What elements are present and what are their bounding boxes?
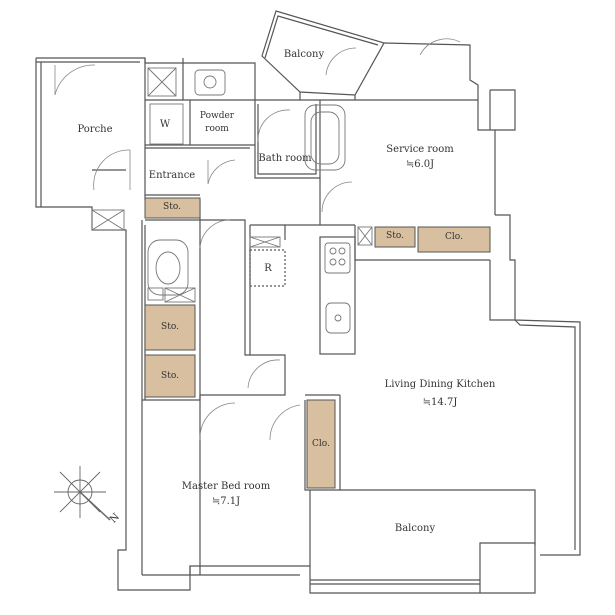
label-ldk-size: ≒14.7J [422, 397, 458, 408]
label-master-bedroom-size: ≒7.1J [211, 496, 241, 507]
label-r: R [264, 263, 272, 274]
storage-mid [144, 304, 196, 351]
label-ldk: Living Dining Kitchen [384, 379, 496, 390]
label-powder-room: Powder room [199, 111, 235, 134]
closet-kitchen [417, 226, 491, 253]
label-sto-entrance: Sto. [163, 202, 181, 212]
storage-lower [144, 354, 196, 398]
label-clo-kitchen: Clo. [445, 232, 463, 242]
label-sto-lower: Sto. [161, 371, 179, 381]
balcony-top-outline [261, 10, 385, 96]
label-sto-mid: Sto. [161, 322, 179, 332]
label-balcony-bottom: Balcony [394, 523, 436, 534]
label-service-room: Service room [386, 144, 454, 155]
label-entrance: Entrance [148, 170, 196, 181]
storage-entrance [144, 197, 201, 219]
storage-kitchen [374, 226, 416, 248]
label-master-bedroom: Master Bed room [181, 481, 271, 492]
label-w: W [159, 119, 171, 130]
label-clo-master: Clo. [312, 439, 330, 449]
label-balcony-top: Balcony [283, 49, 325, 60]
closet-master [306, 399, 336, 489]
bathtub [304, 104, 346, 171]
door-arc-porch [54, 64, 96, 96]
compass-rose [54, 466, 111, 521]
label-service-room-size: ≒6.0J [405, 159, 435, 170]
label-porch: Porche [77, 124, 113, 135]
label-bath-room: Bath room [258, 153, 312, 164]
label-sto-kitchen: Sto. [386, 231, 404, 241]
